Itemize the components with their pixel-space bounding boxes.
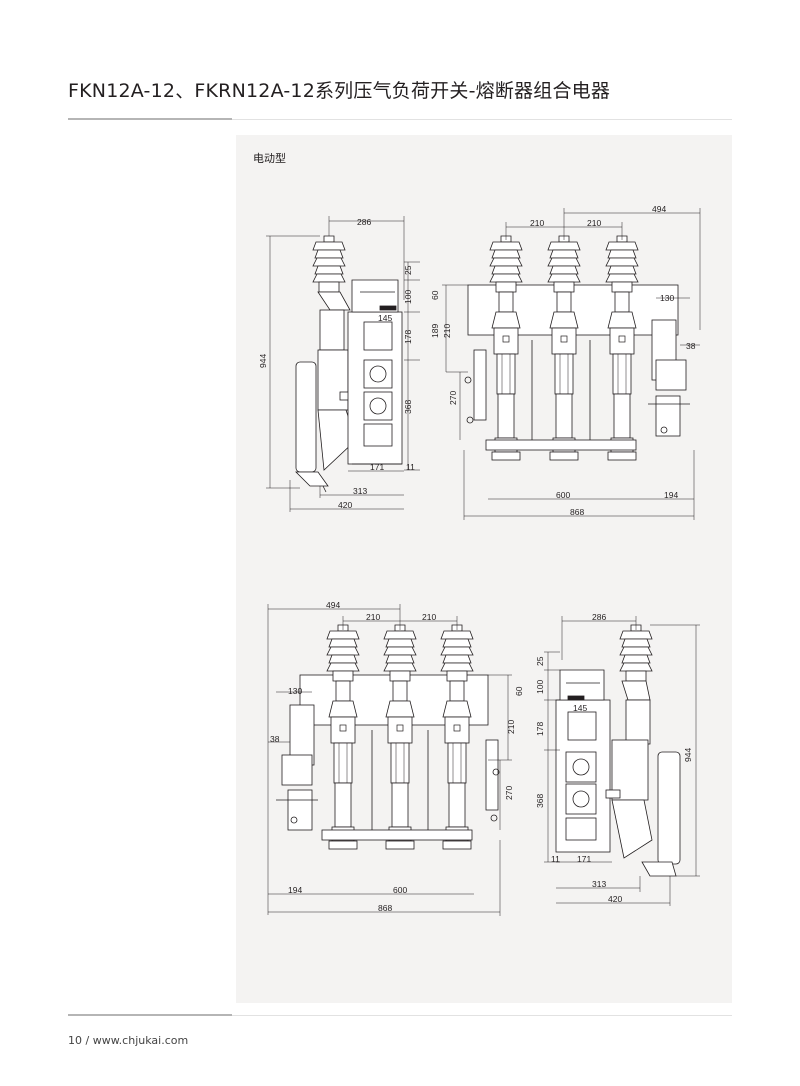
header-rule	[232, 118, 732, 120]
dim-side-b-100: 100	[535, 680, 545, 694]
dim-side-b-420: 420	[608, 894, 622, 904]
dim-side-b-171: 171	[577, 854, 591, 864]
dim-side-b-25: 25	[535, 656, 545, 666]
dim-side-a-286: 286	[357, 217, 371, 227]
dim-side-a-944: 944	[258, 354, 268, 368]
dim-side-b-11: 11	[551, 854, 560, 864]
page-footer: 10 / www.chjukai.com	[68, 1034, 189, 1047]
dim-front-b-270: 270	[504, 786, 514, 800]
dim-side-b-145: 145	[573, 703, 587, 713]
dim-front-a-494: 494	[652, 204, 666, 214]
dim-front-a-194: 194	[664, 490, 678, 500]
dim-side-a-11: 11	[406, 462, 415, 472]
front-view-a	[442, 208, 701, 520]
dim-side-b-286: 286	[592, 612, 606, 622]
dim-front-a-38: 38	[686, 341, 696, 351]
dim-front-b-194: 194	[288, 885, 302, 895]
dim-side-b-178: 178	[535, 722, 545, 736]
dim-front-a-130: 130	[660, 293, 674, 303]
page-title: FKN12A-12、FKRN12A-12系列压气负荷开关-熔断器组合电器	[68, 80, 611, 102]
dim-side-a-368: 368	[403, 400, 413, 414]
dim-side-a-25: 25	[403, 265, 413, 275]
dim-front-b-494: 494	[326, 600, 340, 610]
dim-front-b-210c: 210	[506, 720, 516, 734]
dim-side-b-368: 368	[535, 794, 545, 808]
technical-drawings: 286 25 100 145 178 944 368 171 11 313 42…	[258, 204, 701, 916]
dim-front-b-38: 38	[270, 734, 280, 744]
side-view-a	[266, 216, 420, 512]
front-view-b	[267, 604, 512, 916]
dim-side-a-178: 178	[403, 330, 413, 344]
dim-front-b-210a: 210	[366, 612, 380, 622]
dim-front-a-210a: 210	[530, 218, 544, 228]
dim-side-a-420: 420	[338, 500, 352, 510]
header-rule-accent	[68, 118, 232, 120]
dim-front-b-60: 60	[514, 686, 524, 696]
dim-side-a-100: 100	[403, 290, 413, 304]
dim-front-a-60: 60	[430, 290, 440, 300]
dim-front-a-189: 189	[430, 324, 440, 338]
footer-rule	[232, 1014, 732, 1016]
dim-side-a-313: 313	[353, 486, 367, 496]
dim-front-b-130: 130	[288, 686, 302, 696]
dim-front-a-270: 270	[448, 391, 458, 405]
dim-front-a-210c: 210	[442, 324, 452, 338]
dim-front-a-600: 600	[556, 490, 570, 500]
dim-front-a-210b: 210	[587, 218, 601, 228]
dim-front-b-868: 868	[378, 903, 392, 913]
dim-side-a-145: 145	[378, 313, 392, 323]
dim-side-a-171: 171	[370, 462, 384, 472]
dim-side-b-313: 313	[592, 879, 606, 889]
dim-front-b-210b: 210	[422, 612, 436, 622]
dim-front-a-868: 868	[570, 507, 584, 517]
panel-label: 电动型	[253, 152, 286, 165]
side-view-b	[544, 616, 700, 906]
dim-front-b-600: 600	[393, 885, 407, 895]
footer-rule-accent	[68, 1014, 232, 1016]
dim-side-b-944: 944	[683, 748, 693, 762]
